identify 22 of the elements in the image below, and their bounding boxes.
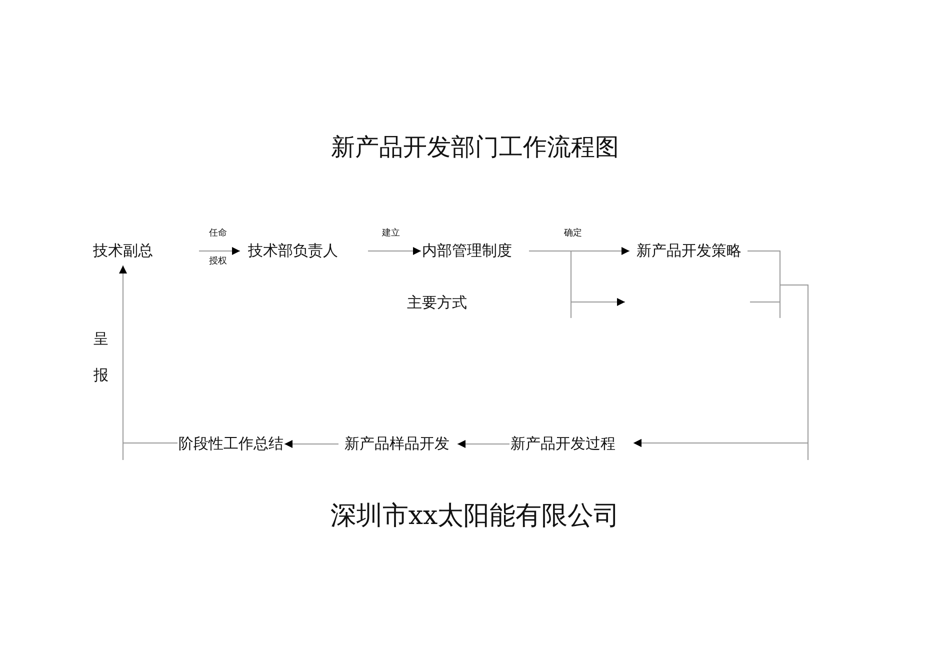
arrow — [198, 247, 240, 255]
node-text: 新产品开发过程 — [510, 436, 616, 452]
arrow — [119, 265, 178, 444]
edge-label: 呈报 — [94, 329, 108, 386]
annotation-text: 主要方式 — [407, 296, 467, 310]
title: 新产品开发部门工作流程图 — [331, 135, 619, 159]
edge-label: 任命 — [209, 230, 227, 238]
annotation-text: 授权 — [209, 258, 227, 266]
edge-label: 建立 — [382, 230, 400, 238]
caption: 深圳市xx太阳能有限公司 — [330, 503, 620, 529]
edge-label: 确定 — [564, 230, 582, 238]
node-text: 技术部负责人 — [248, 242, 338, 260]
node-text: 阶段性工作总结 — [178, 436, 284, 452]
arrow — [284, 440, 339, 448]
node-text: 新产品开发策略 — [636, 242, 742, 260]
arrow — [368, 247, 422, 255]
arrow — [457, 440, 510, 448]
node-text: 新产品样品开发 — [344, 436, 450, 452]
arrow — [528, 250, 626, 306]
node-text: 技术副总 — [93, 242, 153, 260]
arrow — [633, 284, 808, 447]
node-text: 内部管理制度 — [422, 242, 512, 260]
